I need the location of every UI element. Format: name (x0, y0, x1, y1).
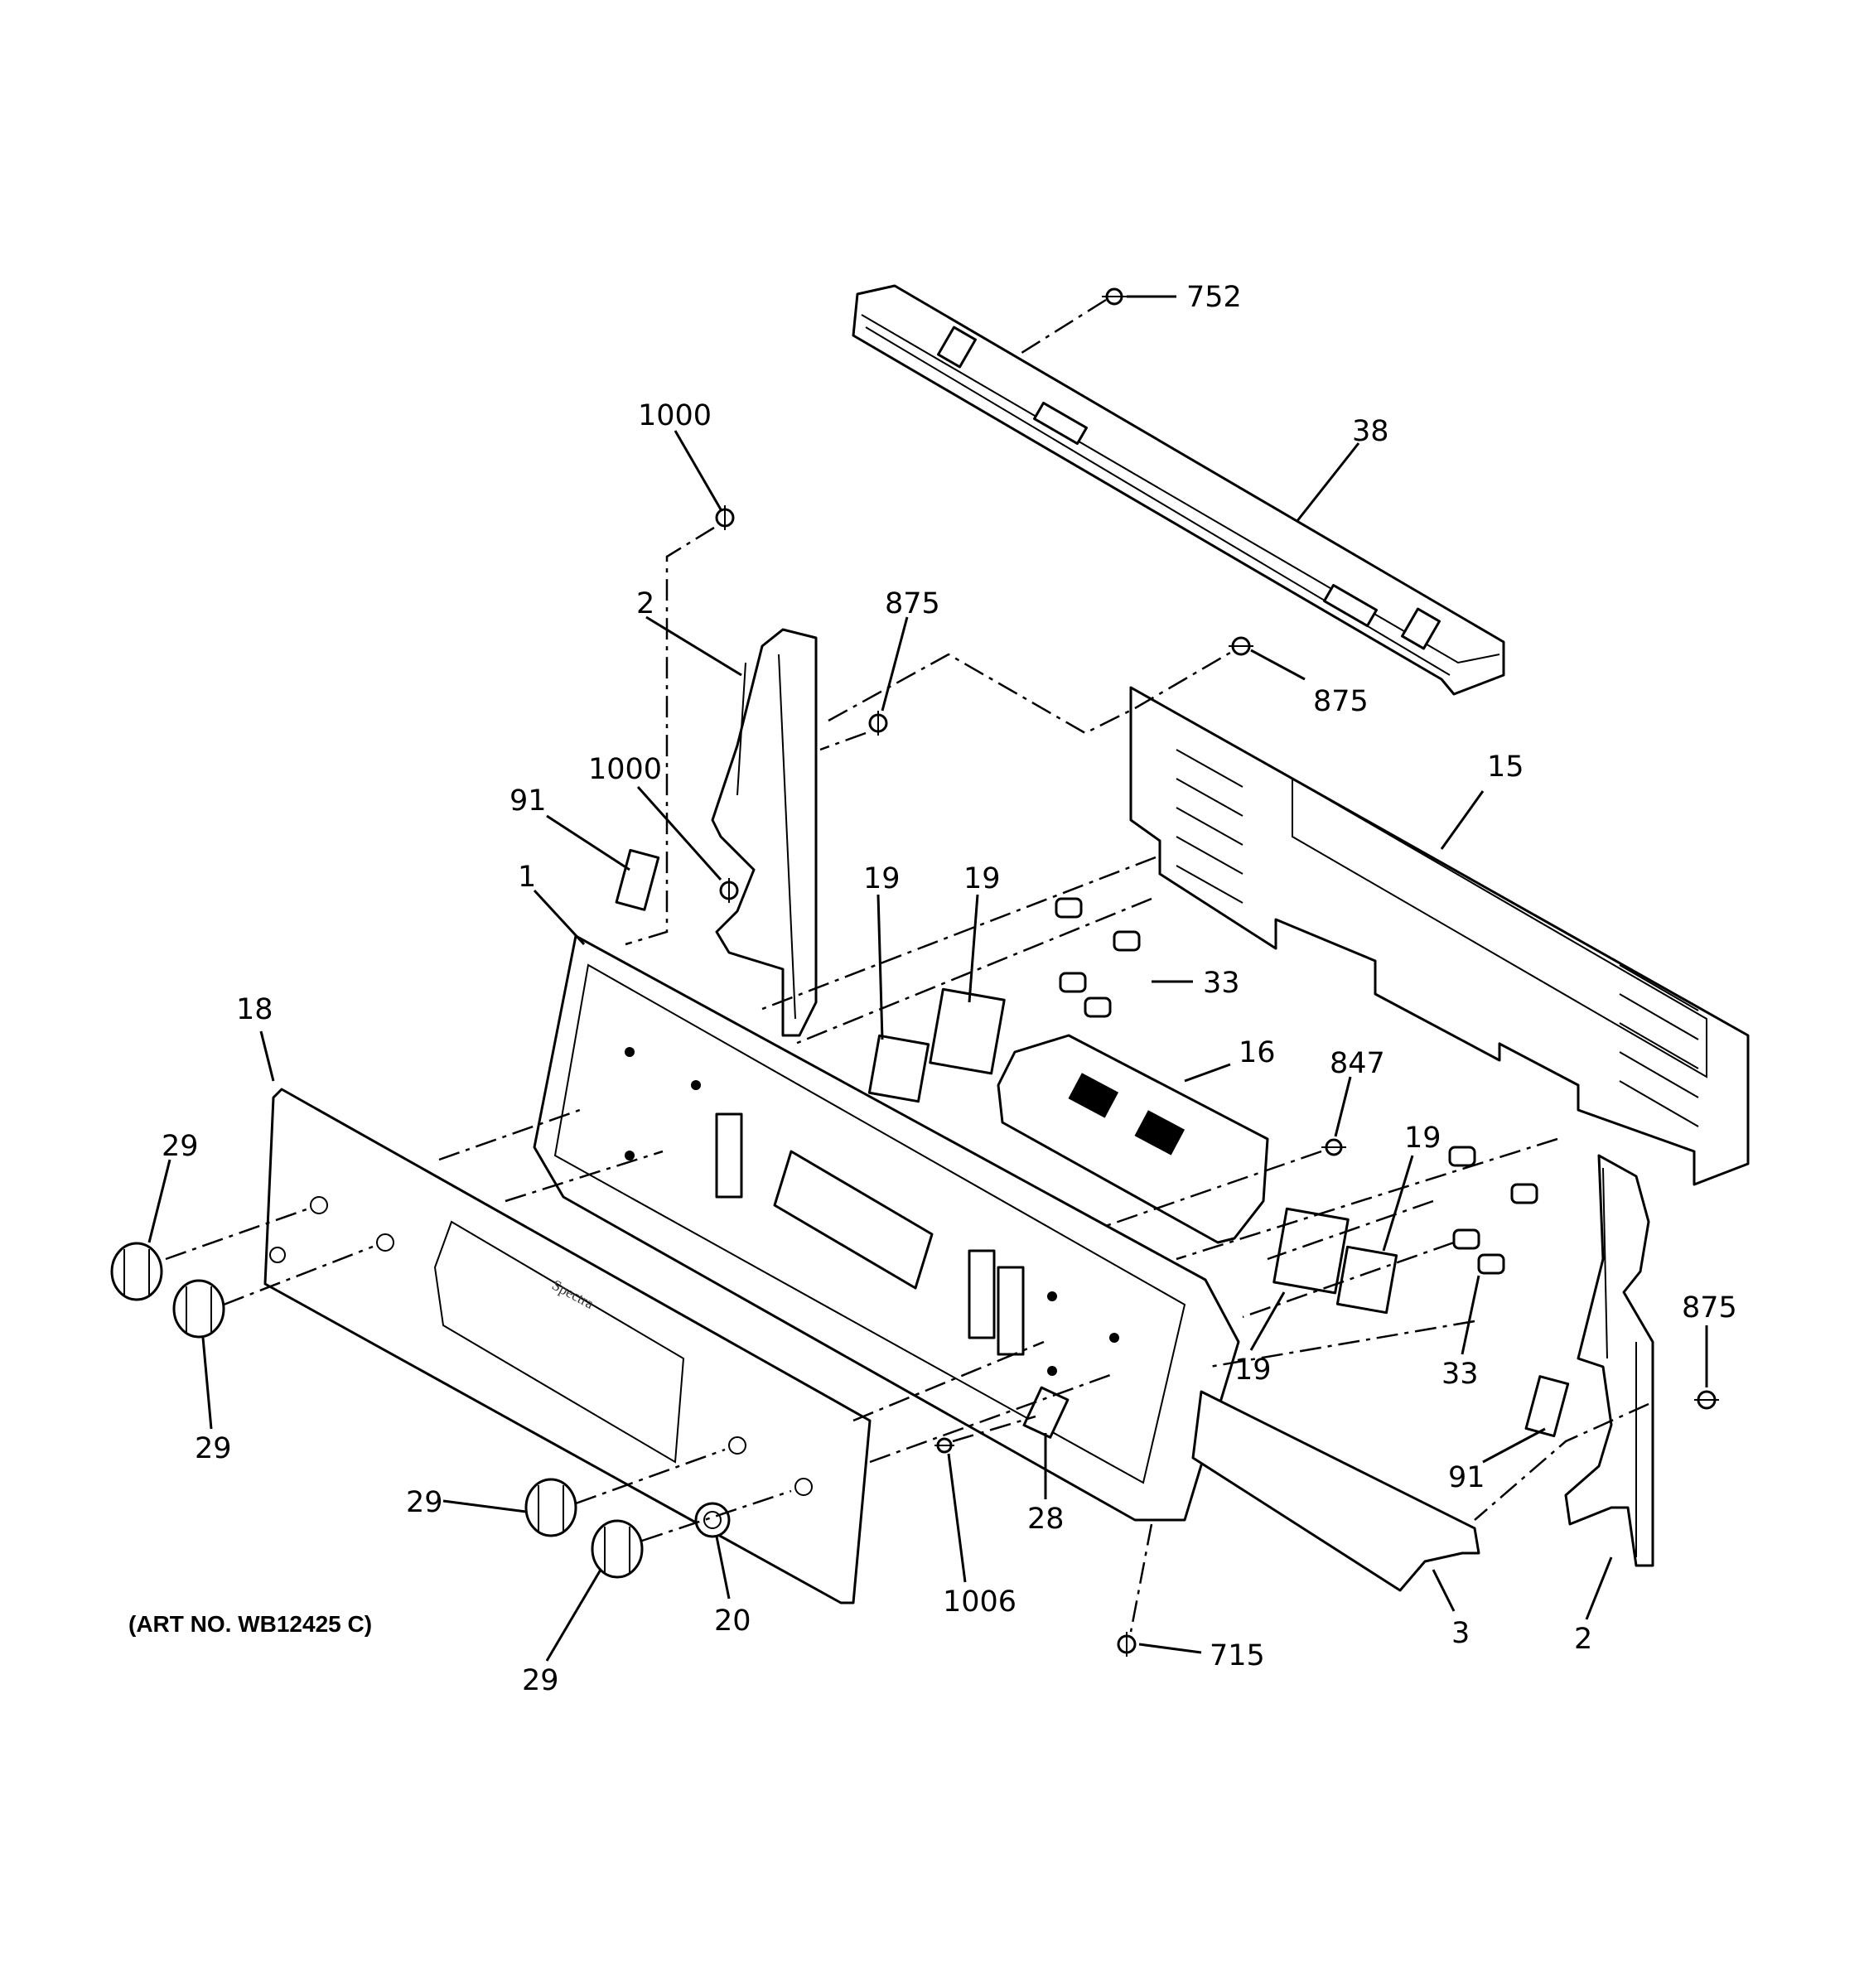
part-18-control-panel-front: Spectra (263, 1088, 872, 1604)
callout-2-right: 2 (1574, 1623, 1592, 1656)
callout-875-left: 875 (885, 587, 940, 620)
part-1-control-panel-trim (533, 934, 1240, 1522)
callout-19-a: 19 (863, 862, 901, 895)
part-91-left-clip (615, 848, 660, 911)
callout-18: 18 (236, 993, 273, 1026)
part-91-right-clip (1524, 1375, 1570, 1438)
part-33-indicator-lights-upper (1055, 897, 1141, 1018)
callout-20: 20 (714, 1604, 751, 1638)
part-3-bottom-trim (1191, 1390, 1480, 1592)
part-29-knob-2 (172, 1279, 225, 1339)
callout-29-a: 29 (162, 1130, 199, 1163)
part-29-knob-3 (524, 1478, 577, 1537)
rear-panel-vents-left (1176, 749, 1243, 904)
screw-1000-mid (719, 878, 739, 903)
callout-16: 16 (1239, 1036, 1276, 1069)
callout-3: 3 (1451, 1617, 1470, 1650)
part-38-top-bracket (852, 284, 1505, 696)
logo-mark (269, 1247, 286, 1263)
knob-hole-1 (310, 1196, 328, 1214)
callout-33-upper: 33 (1203, 967, 1240, 1000)
part-16-electronic-controller (997, 1034, 1269, 1244)
part-29-knob-4 (591, 1519, 644, 1579)
callout-875-rear: 875 (1313, 685, 1369, 718)
callout-28: 28 (1027, 1503, 1065, 1536)
callout-1006: 1006 (943, 1585, 1017, 1619)
callout-875-right: 875 (1682, 1291, 1737, 1325)
screw-847 (1321, 1138, 1346, 1156)
callout-2-left: 2 (636, 587, 654, 620)
part-19-switch-b (929, 987, 1006, 1075)
part-19-switch-a (867, 1034, 930, 1103)
part-15-rear-panel (1129, 686, 1750, 1186)
callout-29-c: 29 (406, 1486, 443, 1519)
knob-hole-2 (376, 1233, 394, 1252)
callout-847: 847 (1330, 1047, 1385, 1080)
screw-875-right (1694, 1390, 1719, 1410)
callout-91-left: 91 (509, 784, 547, 818)
callout-19-c: 19 (1404, 1122, 1441, 1155)
callout-29-b: 29 (195, 1432, 232, 1465)
callout-15: 15 (1487, 750, 1524, 784)
part-33-indicator-lights-lower (1448, 1146, 1538, 1275)
art-number: (ART NO. WB12425 C) (128, 1611, 372, 1637)
knob-hole-4 (794, 1478, 813, 1496)
leader-lines (147, 295, 1708, 1662)
part-19-switch-c (1272, 1207, 1350, 1295)
callout-38: 38 (1352, 415, 1389, 448)
callout-labels: 752 38 1000 2 875 875 1000 91 15 1 19 19… (162, 281, 1737, 1697)
part-2-right-side-bracket (1564, 1154, 1654, 1567)
part-29-knob-1 (110, 1242, 163, 1301)
callout-1000-top: 1000 (638, 399, 712, 432)
callout-91-right: 91 (1448, 1461, 1485, 1494)
part-20-knob-stem (694, 1502, 731, 1538)
callout-752: 752 (1186, 281, 1242, 314)
part-28-switch-plate (1022, 1386, 1070, 1439)
rear-panel-vents-right (1619, 964, 1699, 1127)
part-2-left-side-bracket (711, 628, 818, 1037)
callout-33-lower: 33 (1441, 1358, 1479, 1391)
screw-1000-top (715, 505, 735, 530)
callout-19-d: 19 (1234, 1353, 1272, 1387)
screw-875-rear (1229, 636, 1253, 656)
part-19-switch-d (1335, 1245, 1398, 1315)
screw-752 (1102, 287, 1127, 306)
callout-715: 715 (1210, 1639, 1265, 1672)
screw-715 (1117, 1632, 1137, 1657)
knob-hole-3 (728, 1436, 746, 1455)
callout-19-b: 19 (963, 862, 1001, 895)
callout-29-d: 29 (522, 1664, 559, 1697)
screw-1006 (934, 1437, 954, 1454)
callout-1000-mid: 1000 (588, 753, 662, 786)
callout-1: 1 (518, 861, 536, 894)
screw-875-left (868, 711, 888, 736)
